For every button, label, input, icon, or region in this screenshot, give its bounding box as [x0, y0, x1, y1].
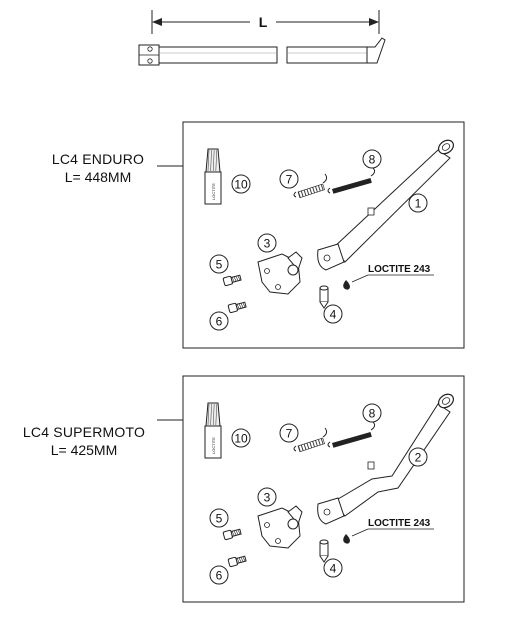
stand-length: L= 448MM	[64, 169, 132, 185]
adhesive-drop-icon	[343, 280, 350, 290]
part-callout: 8	[362, 149, 382, 169]
parts-frame	[182, 375, 465, 603]
part-callout: 5	[209, 508, 229, 528]
bolt-icon	[227, 301, 247, 314]
adhesive-label: LOCTITE 243	[368, 264, 431, 275]
part-callout: 1	[408, 193, 428, 213]
part-number: 7	[286, 427, 293, 441]
adhesive-leader	[351, 274, 369, 283]
part-number: 5	[216, 512, 223, 526]
part-number: 7	[286, 173, 293, 187]
dimension-arrow-line	[152, 18, 379, 26]
bracket-icon	[257, 505, 303, 549]
part-number: 3	[264, 237, 271, 251]
stand-tube-drawing	[138, 37, 386, 66]
side-stand-bent-icon	[317, 393, 455, 525]
part-callout: 8	[362, 403, 382, 423]
part-callout: 7	[279, 423, 299, 443]
part-callout: 6	[209, 565, 229, 585]
panel-lc4-supermoto: LOCTITE 10 7 8 2 3 5 6 4 LOCTITE 243	[157, 375, 465, 603]
part-callout: 4	[323, 304, 343, 324]
side-stand-straight-icon	[317, 139, 455, 271]
dimension-label: L	[259, 14, 268, 30]
bolt-icon	[227, 555, 247, 568]
cartridge-text: LOCTITE	[211, 183, 216, 200]
variant-label-lc4-enduro: LC4 ENDURO L= 448MM	[33, 150, 163, 186]
pin-icon	[319, 285, 329, 309]
part-callout: 2	[408, 447, 428, 467]
part-number: 6	[216, 315, 223, 329]
part-callout: 6	[209, 311, 229, 331]
part-callout: 3	[257, 233, 277, 253]
adhesive-leader	[351, 528, 369, 537]
part-number: 10	[234, 432, 248, 446]
part-number: 8	[369, 407, 376, 421]
stand-length: L= 425MM	[50, 442, 118, 458]
model-name: LC4 SUPERMOTO	[22, 424, 146, 440]
spring-long-icon	[327, 421, 376, 448]
part-number: 5	[216, 258, 223, 272]
pin-icon	[319, 539, 329, 563]
part-callout: 3	[257, 487, 277, 507]
part-number: 4	[330, 308, 337, 322]
cartridge-icon: LOCTITE	[204, 148, 222, 205]
part-callout: 5	[209, 254, 229, 274]
spring-long-icon	[327, 167, 376, 194]
panel-lc4-enduro: LOCTITE 10 7 8 1 3 5 6 4 LOCTITE 243	[157, 121, 465, 349]
part-number: 8	[369, 153, 376, 167]
bracket-icon	[257, 251, 303, 295]
part-number: 6	[216, 569, 223, 583]
model-name: LC4 ENDURO	[51, 151, 145, 167]
bolt-icon	[222, 528, 242, 541]
part-number: 2	[415, 451, 422, 465]
part-number: 3	[264, 491, 271, 505]
cartridge-text: LOCTITE	[211, 437, 216, 454]
dimension-drawing: L	[138, 10, 386, 66]
cartridge-icon: LOCTITE	[204, 402, 222, 459]
part-callout: 10	[231, 428, 251, 448]
part-callout: 7	[279, 169, 299, 189]
variant-label-lc4-supermoto: LC4 SUPERMOTO L= 425MM	[8, 423, 160, 459]
part-callout: 4	[323, 558, 343, 578]
spring-short-icon	[293, 427, 328, 453]
spring-short-icon	[293, 173, 328, 199]
part-number: 1	[415, 197, 422, 211]
bolt-icon	[222, 274, 242, 287]
adhesive-drop-icon	[343, 534, 350, 544]
part-callout: 10	[231, 174, 251, 194]
part-number: 4	[330, 562, 337, 576]
parts-frame	[182, 121, 465, 349]
part-number: 10	[234, 178, 248, 192]
adhesive-label: LOCTITE 243	[368, 518, 431, 529]
